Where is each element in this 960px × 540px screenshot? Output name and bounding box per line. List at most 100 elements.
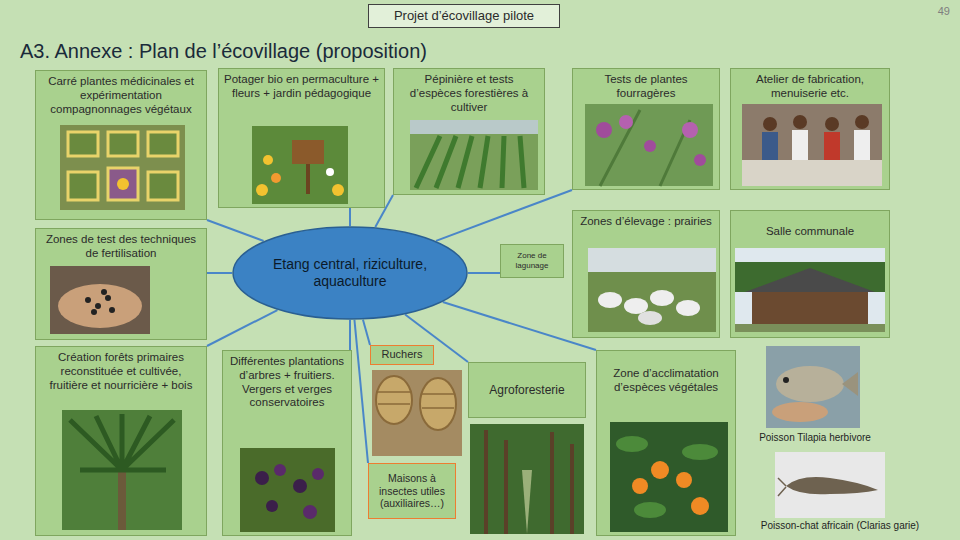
connector-line xyxy=(207,272,232,274)
agroforestry-photo-part xyxy=(486,430,572,534)
medicinal-garden-photo-part xyxy=(68,172,98,200)
workshop-photo-part xyxy=(763,117,777,131)
medicinal-garden-photo-part xyxy=(117,178,129,190)
workshop-photo-part xyxy=(825,117,839,131)
connector xyxy=(436,190,572,241)
orchard-photo-part xyxy=(255,471,269,485)
zone-box: Agroforesterie xyxy=(468,362,586,418)
fodder-plants-photo-part xyxy=(682,122,698,138)
insect-house-box: Maisons à insectes utiles (auxiliaires…) xyxy=(368,463,456,519)
zone-box: Potager bio en permaculture + fleurs + j… xyxy=(218,68,385,208)
workshop-photo-part xyxy=(854,130,870,160)
pasture-photo-part xyxy=(676,300,700,316)
fertiliser-photo-part xyxy=(95,303,101,309)
connector-line xyxy=(468,272,500,274)
agroforestry-photo-part xyxy=(522,470,532,534)
connector xyxy=(443,302,596,350)
fertiliser-photo-part xyxy=(109,307,115,313)
acclimatation-photo-part xyxy=(632,478,648,494)
workshop-photo-part xyxy=(793,115,807,129)
pond-ellipse: Etang central, riziculture, aquaculture xyxy=(232,226,468,320)
orchard-photo-part xyxy=(274,464,286,476)
box-fills-part xyxy=(572,210,720,338)
zone-box: Atelier de fabrication, menuiserie etc. xyxy=(730,68,890,190)
page-number: 49 xyxy=(905,5,950,18)
orchard-photo-part xyxy=(293,479,307,493)
connector xyxy=(350,320,351,350)
catfish-photo xyxy=(775,452,885,518)
vegetable-garden-photo-part xyxy=(306,164,310,194)
nursery-photo-part xyxy=(410,120,538,190)
tilapia-photo-part xyxy=(842,372,858,396)
acclimatation-photo-part xyxy=(610,422,728,532)
zone-box: Zone d’acclimatation d’espèces végétales xyxy=(596,350,736,536)
box-fills-part xyxy=(393,68,545,195)
forest-photo-part xyxy=(70,414,174,470)
pasture-photo xyxy=(588,248,716,332)
nursery-photo xyxy=(410,120,538,190)
pasture-photo-part xyxy=(624,298,648,314)
connector xyxy=(207,310,277,346)
zone-box: Zones d’élevage : prairies xyxy=(572,210,720,338)
connector-line xyxy=(207,220,264,241)
workshop-photo-part xyxy=(742,104,882,186)
acclimatation-photo xyxy=(610,422,728,532)
fodder-plants-photo-part xyxy=(585,104,713,186)
acclimatation-photo-part xyxy=(682,444,718,460)
workshop-photo-part xyxy=(855,115,869,129)
beehive-photo-part xyxy=(420,378,456,430)
header-box: Projet d’écovillage pilote xyxy=(368,4,560,28)
node-text: Projet d’écovillage pilote xyxy=(394,8,534,24)
node-text: Zones d’élevage : prairies xyxy=(577,215,715,229)
node-text: Différentes plantations d’arbres + fruit… xyxy=(227,355,347,410)
community-hall-photo xyxy=(735,248,885,332)
node-text: Maisons à insectes utiles (auxiliaires…) xyxy=(373,472,451,510)
node-text: Pépinière et tests d’espèces forestières… xyxy=(398,73,540,114)
vegetable-garden-photo-part xyxy=(263,155,273,165)
pasture-photo-part xyxy=(650,290,674,306)
beehive-photo-part xyxy=(376,376,412,424)
medicinal-garden-photo-part xyxy=(108,168,138,200)
orchard-photo-part xyxy=(312,468,324,480)
fodder-plants-photo-part xyxy=(619,115,633,129)
fertiliser-photo-part xyxy=(91,309,97,315)
box-fills-part xyxy=(596,350,736,536)
node-text: Zone d’acclimatation d’espèces végétales xyxy=(601,367,731,395)
acclimatation-photo-part xyxy=(676,472,692,488)
vegetable-garden-photo xyxy=(252,126,348,204)
beehive-photo xyxy=(372,370,462,456)
orchard-photo-part xyxy=(303,505,317,519)
tilapia-photo-part xyxy=(776,366,844,402)
slide-title: A3. Annexe : Plan de l’écovillage (propo… xyxy=(20,39,427,63)
acclimatation-photo-part xyxy=(616,436,648,452)
fodder-plants-photo-part xyxy=(644,140,656,152)
node-text: Agroforesterie xyxy=(489,383,564,397)
vegetable-garden-photo-part xyxy=(292,140,324,164)
fodder-plants-photo-part xyxy=(596,122,612,138)
zone-box: Tests de plantes fourragères xyxy=(572,68,720,190)
box-fills xyxy=(35,68,890,536)
node-text: Atelier de fabrication, menuiserie etc. xyxy=(735,73,885,101)
connector-line xyxy=(436,190,572,241)
community-hall-photo-part xyxy=(752,292,868,324)
box-fills-part xyxy=(730,210,890,338)
acclimatation-photo-part xyxy=(691,497,709,515)
photo-caption: Poisson-chat africain (Clarias garie) xyxy=(735,520,945,532)
medicinal-garden-photo-part xyxy=(148,172,178,200)
fertiliser-photo-part xyxy=(50,266,150,334)
vegetable-garden-photo-part xyxy=(252,126,348,204)
community-hall-photo-part xyxy=(735,248,885,332)
node-text: Zone de lagunage xyxy=(505,251,559,270)
box-fills-part xyxy=(35,70,207,220)
zone-box: Carré plantes médicinales et expérimenta… xyxy=(35,70,207,220)
pasture-photo-part xyxy=(588,248,716,332)
pasture-photo-part xyxy=(598,292,622,308)
medicinal-garden-photo xyxy=(60,125,185,210)
pasture-photo-part xyxy=(638,311,662,325)
fodder-plants-photo-part xyxy=(694,154,706,166)
pond-shape xyxy=(233,227,467,319)
community-hall-photo-part xyxy=(735,262,885,292)
tilapia-photo-part xyxy=(772,402,828,422)
catfish-photo-part xyxy=(778,478,786,496)
